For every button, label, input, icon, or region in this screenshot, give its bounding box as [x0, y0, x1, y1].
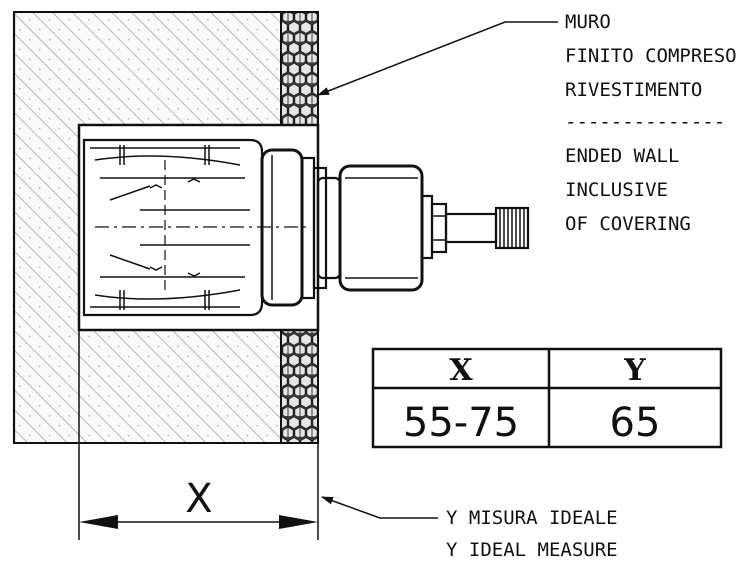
wall-leader: [317, 21, 558, 96]
dimension-x-label: X: [185, 476, 212, 522]
wall-label-it-3: RIVESTIMENTO: [565, 79, 702, 101]
valve-body: [82, 138, 310, 317]
valve-flange: [260, 148, 342, 307]
measure-label-it: Y MISURA IDEALE: [446, 507, 618, 529]
valve-spindle: [444, 206, 530, 250]
table-header-y: Y: [623, 353, 646, 388]
wall-label-en-3: OF COVERING: [565, 213, 691, 235]
wall-label-en-2: INCLUSIVE: [565, 179, 668, 201]
wall-label-it-2: FINITO COMPRESO: [565, 45, 737, 67]
measure-table: X Y 55-75 65: [371, 347, 723, 449]
wall-label-en-1: ENDED WALL: [565, 145, 679, 167]
measure-label-en: Y IDEAL MEASURE: [446, 539, 618, 561]
wall-covering: [280, 11, 319, 444]
measure-leader: [321, 496, 438, 519]
table-value-y: 65: [610, 400, 661, 446]
label-separator: --------------: [565, 111, 725, 133]
wall-label-it-1: MURO: [565, 11, 611, 33]
table-value-x: 55-75: [403, 400, 519, 446]
valve-bonnet: [338, 164, 448, 292]
dimension-x: X: [78, 330, 319, 540]
table-header-x: X: [449, 353, 473, 388]
